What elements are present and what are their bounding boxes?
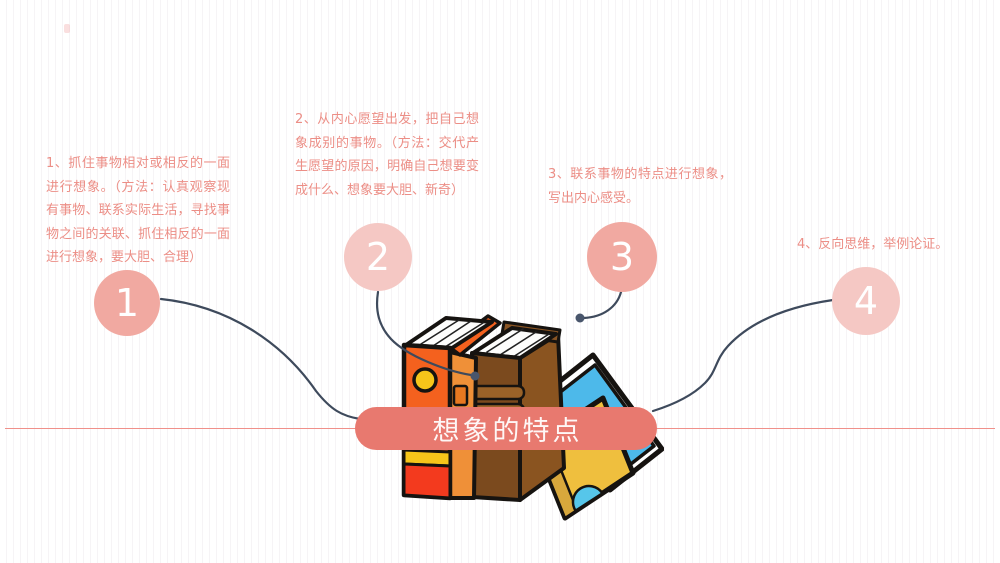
step-circle-4: 4 [832, 267, 900, 335]
step-circle-2: 2 [344, 223, 412, 291]
point-text-1: 1、抓住事物相对或相反的一面进行想象。（方法：认真观察现有事物、联系实际生活，寻… [46, 156, 230, 265]
step-number-1: 1 [114, 281, 140, 325]
step-circle-1: 1 [94, 270, 160, 336]
step-circle-3: 3 [587, 222, 657, 292]
point-text-3: 3、联系事物的特点进行想象，写出内心感受。 [548, 167, 732, 206]
step-number-2: 2 [365, 235, 391, 279]
title-banner: 想象的特点 [355, 407, 657, 450]
cover-dot [412, 367, 438, 393]
step-number-3: 3 [609, 235, 635, 279]
page-fan [571, 484, 604, 512]
faint-watermark-mark [64, 24, 70, 33]
point-text-2: 2、从内心愿望出发，把自己想象成别的事物。（方法：交代产生愿望的原因，明确自己想… [295, 112, 479, 198]
slide-title: 想象的特点 [432, 416, 583, 447]
point-text-4: 4、反向思维，举例论证。 [797, 237, 949, 252]
connector-curve-1 [159, 297, 362, 421]
step-number-4: 4 [853, 279, 879, 323]
connector-curve-4 [651, 298, 835, 413]
